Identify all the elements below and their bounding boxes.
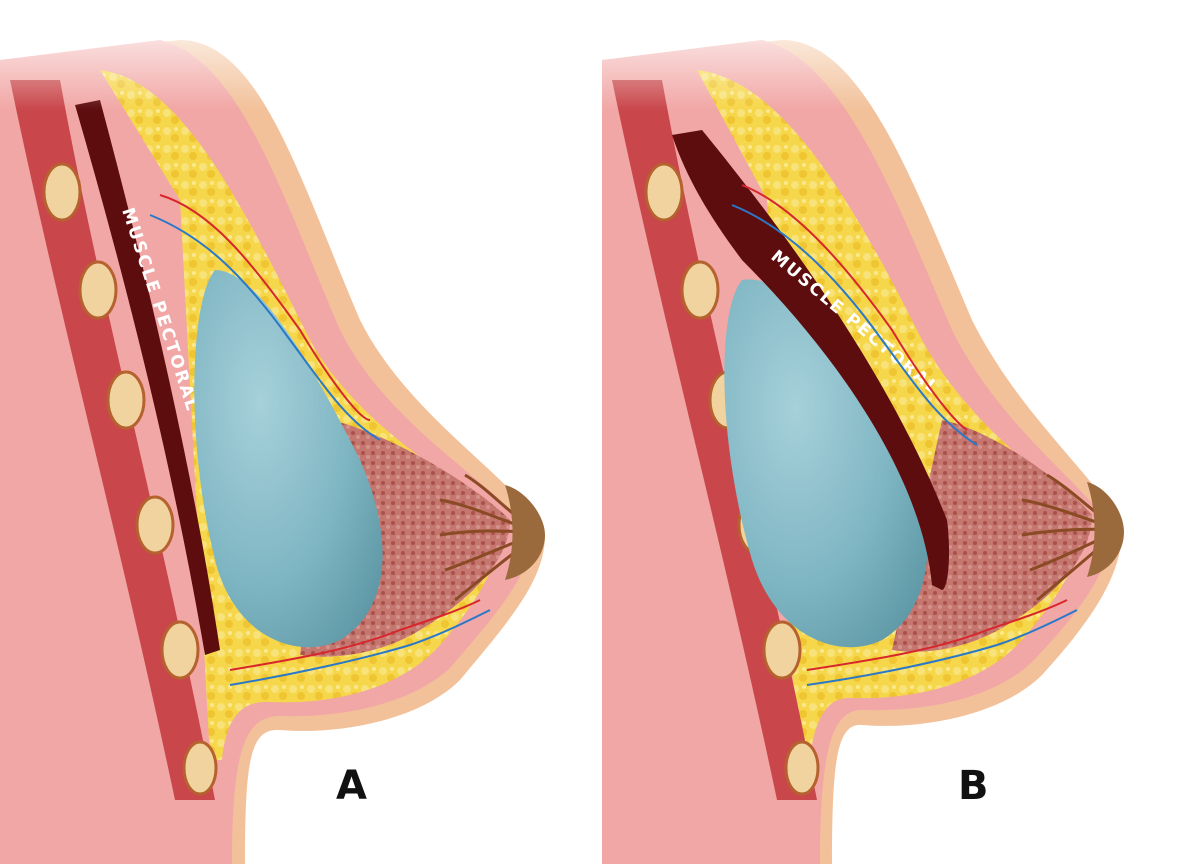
gland-tissue — [892, 420, 1092, 652]
chest-wall — [10, 80, 215, 800]
panel-a-illustration: MUSCLE PECTORAL — [0, 0, 592, 864]
implant — [194, 270, 383, 648]
nipple — [505, 485, 545, 580]
ribs — [42, 162, 218, 796]
top-fade — [592, 0, 1184, 110]
vessels — [149, 194, 491, 686]
panel-b-illustration: MUSCLE PECTORAL — [592, 0, 1184, 864]
pectoral-muscle — [75, 100, 220, 655]
panel-label-b: B — [958, 763, 989, 809]
panel-label-a: A — [336, 763, 367, 809]
panel-a: MUSCLE PECTORAL A — [0, 0, 592, 864]
nipple — [1087, 482, 1124, 577]
chest-wall — [612, 80, 817, 800]
implant — [724, 279, 928, 648]
panel-b: MUSCLE PECTORAL B — [592, 0, 1184, 864]
vessels — [731, 184, 1078, 686]
top-fade — [0, 0, 592, 110]
pectoral-muscle — [672, 130, 950, 590]
